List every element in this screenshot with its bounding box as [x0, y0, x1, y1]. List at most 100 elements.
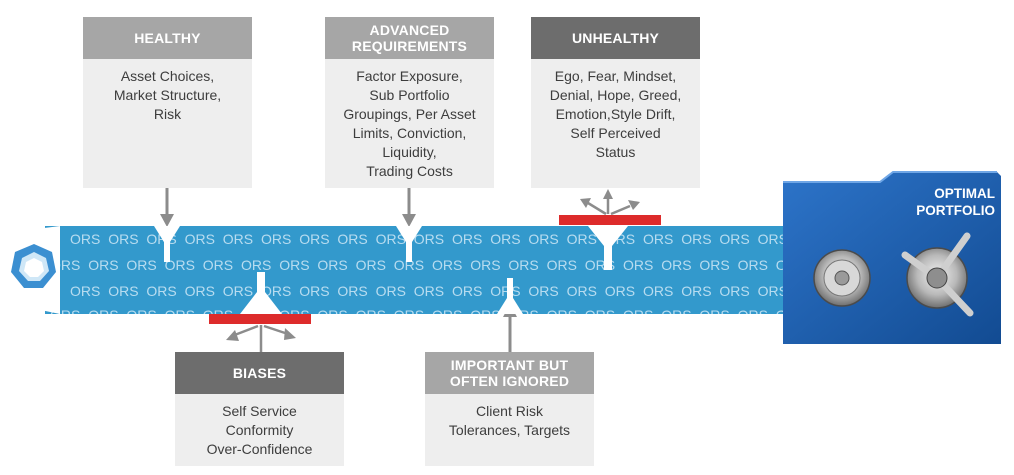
advanced-title: ADVANCED REQUIREMENTS [325, 17, 494, 59]
pipe-texture-word: ORS [547, 307, 577, 323]
arrows-down [160, 188, 416, 227]
biases-line: Conformity [225, 422, 294, 438]
pipe-texture-word: ORS [719, 283, 749, 299]
pipe-texture-word: ORS [490, 283, 520, 299]
pipe-texture-word: ORS [337, 231, 367, 247]
pipe-texture-word: ORS [605, 283, 635, 299]
pipe-texture-word: ORS [88, 257, 118, 273]
pipe-texture-word: ORS [470, 257, 500, 273]
pipe-texture-word: ORS [241, 257, 271, 273]
unhealthy-body: Ego, Fear, Mindset, Denial, Hope, Greed,… [531, 59, 700, 162]
pipe-texture-word: ORS [70, 283, 100, 299]
pipe-texture-word: ORS [223, 283, 253, 299]
pipe-texture-word: ORS [394, 307, 424, 323]
pipe-texture-word: ORS [738, 257, 768, 273]
healthy-title-line: HEALTHY [134, 30, 201, 46]
biases-line: Over-Confidence [206, 441, 313, 457]
pipe-texture-word: ORS [719, 231, 749, 247]
pipe-texture-word: ORS [432, 257, 462, 273]
pipe-texture-word: ORS [623, 307, 653, 323]
biases-line: Self Service [222, 403, 297, 419]
pipe-texture-word: ORS [356, 257, 386, 273]
biases-title: BIASES [175, 352, 344, 394]
pipe-texture-word: ORS [432, 307, 462, 323]
pipe-texture-word: ORS [758, 231, 788, 247]
healthy-line: Risk [153, 106, 182, 122]
advanced-body: Factor Exposure, Sub Portfolio Groupings… [325, 59, 494, 181]
healthy-box: HEALTHY Asset Choices, Market Structure,… [83, 17, 252, 188]
logo-icon [2, 226, 60, 314]
pipe-texture: ORS ORS ORS ORS ORS ORS ORS ORS ORS ORS ORS ORS ORS O… [50, 231, 790, 323]
pipe-texture-word: ORS [452, 231, 482, 247]
unhealthy-line: Ego, Fear, Mindset, [554, 68, 677, 84]
pipe-texture-word: ORS [567, 283, 597, 299]
pipe-texture-word: ORS [356, 307, 386, 323]
ignored-title-line: OFTEN IGNORED [449, 373, 570, 389]
pipe-texture-word: ORS [337, 283, 367, 299]
unhealthy-line: Emotion,Style Drift, [555, 106, 676, 122]
pipe-texture-word: ORS [508, 307, 538, 323]
ignored-title-line: IMPORTANT BUT [450, 357, 569, 373]
pipe-texture-word: ORS [661, 307, 691, 323]
pipe-funnels [154, 226, 628, 314]
biases-box: BIASES Self Service Conformity Over-Conf… [175, 352, 344, 466]
pipe-texture-word: ORS [108, 283, 138, 299]
pipe-texture-word: ORS [699, 257, 729, 273]
pipe-texture-word: ORS [470, 307, 500, 323]
pipe-texture-word: ORS [203, 307, 233, 323]
pipe-texture-word: ORS [528, 283, 558, 299]
advanced-line: Groupings, Per Asset [343, 106, 476, 122]
pipe-texture-word: ORS [376, 283, 406, 299]
healthy-title: HEALTHY [83, 17, 252, 59]
unhealthy-title-line: UNHEALTHY [571, 30, 660, 46]
biases-title-line: BIASES [232, 365, 287, 381]
pipe-texture-word: ORS [528, 231, 558, 247]
pipe-texture-word: ORS [661, 257, 691, 273]
pipe-texture-word: ORS [126, 307, 156, 323]
vault-label-line: PORTFOLIO [916, 203, 995, 218]
advanced-line: Liquidity, [382, 144, 437, 160]
pipe-texture-word: ORS [376, 231, 406, 247]
advanced-line: Limits, Conviction, [352, 125, 467, 141]
pipe-texture-word: ORS [623, 257, 653, 273]
pipe-texture-word: ORS [414, 231, 444, 247]
pipe-texture-word: ORS [261, 283, 291, 299]
vault-label: OPTIMAL PORTFOLIO [885, 185, 995, 219]
pipe-texture-word: ORS [261, 231, 291, 247]
ignored-title: IMPORTANT BUT OFTEN IGNORED [425, 352, 594, 394]
pipe-texture-word: ORS [585, 307, 615, 323]
pipe-texture-word: ORS [567, 231, 597, 247]
pipe-texture-word: ORS [108, 231, 138, 247]
pipe-texture-word: ORS [279, 307, 309, 323]
pipe-texture-word: ORS [146, 283, 176, 299]
ignored-line: Client Risk [476, 403, 543, 419]
pipe-texture-word: ORS [414, 283, 444, 299]
pipe-texture-word: ORS [279, 257, 309, 273]
advanced-title-line: ADVANCED [369, 22, 450, 38]
healthy-line: Market Structure, [113, 87, 222, 103]
pipe-texture-word: ORS [643, 283, 673, 299]
unhealthy-line: Denial, Hope, Greed, [549, 87, 682, 103]
pipe-texture-word: ORS [681, 283, 711, 299]
pipe-texture-word: ORS [185, 231, 215, 247]
unhealthy-filter [559, 189, 661, 225]
vault-icon [783, 171, 1001, 344]
pipe-texture-word: ORS [547, 257, 577, 273]
advanced-title-line: REQUIREMENTS [351, 38, 468, 54]
biases-body: Self Service Conformity Over-Confidence [175, 394, 344, 459]
pipe-texture-word: ORS [508, 257, 538, 273]
pipe-texture-word: ORS [394, 257, 424, 273]
handle-icon [901, 232, 974, 317]
healthy-body: Asset Choices, Market Structure, Risk [83, 59, 252, 124]
unhealthy-line: Self Perceived [570, 125, 661, 141]
pipe-texture-word: ORS [738, 307, 768, 323]
pipe-texture-word: ORS [223, 231, 253, 247]
important-but-ignored-box: IMPORTANT BUT OFTEN IGNORED Client Risk … [425, 352, 594, 466]
advanced-line: Factor Exposure, [356, 68, 463, 84]
pipe-texture-word: ORS [70, 231, 100, 247]
pipe-texture-word: ORS [299, 283, 329, 299]
ignored-body: Client Risk Tolerances, Targets [425, 394, 594, 440]
unhealthy-title: UNHEALTHY [531, 17, 700, 59]
pipe-texture-word: ORS [490, 231, 520, 247]
